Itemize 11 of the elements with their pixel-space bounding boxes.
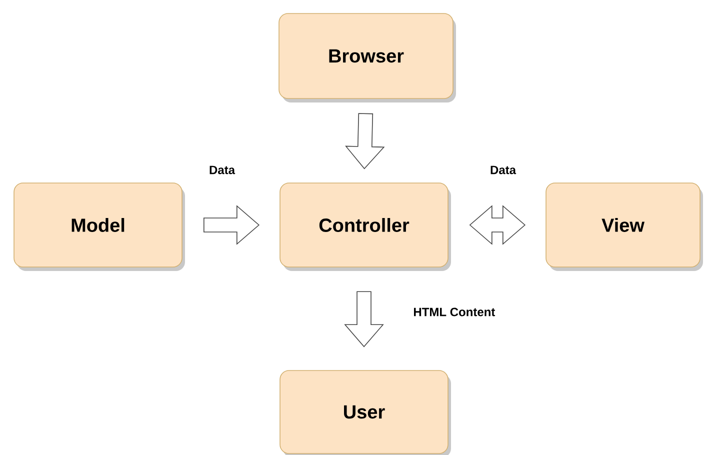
edge-label: HTML Content (412, 306, 496, 318)
process-box: User (280, 370, 451, 455)
block-arrow (345, 113, 385, 170)
edge-label: Data (489, 164, 517, 176)
process-box: Model (14, 182, 185, 271)
block-arrow (204, 205, 260, 245)
process-box: View (546, 182, 703, 271)
edge-label: Data (208, 164, 236, 176)
block-arrow (344, 291, 384, 348)
process-box: Browser (278, 13, 456, 102)
process-box: Controller (280, 182, 451, 271)
